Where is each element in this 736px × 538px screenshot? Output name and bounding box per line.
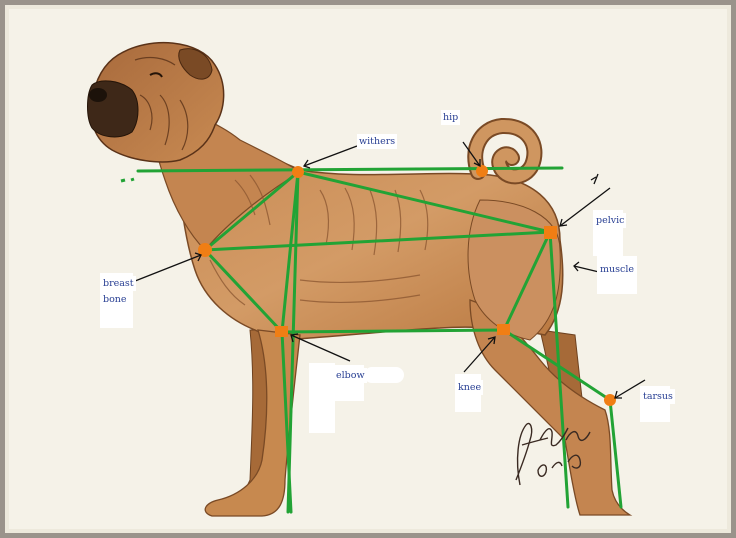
label-knee: knee xyxy=(456,380,484,395)
label-hip: hip xyxy=(441,110,461,125)
joint-elbow xyxy=(275,326,288,337)
label-withers: withers xyxy=(357,134,398,149)
near-hind-leg xyxy=(469,299,633,516)
dog-nose xyxy=(89,88,107,102)
stray-mark xyxy=(120,178,126,183)
label-pelvic: pelvic xyxy=(594,213,627,228)
label-breast: breast xyxy=(101,276,136,291)
joint-pelvic xyxy=(544,226,557,239)
label-elbow: elbow xyxy=(334,368,367,383)
label-tarsus: tarsus xyxy=(641,389,675,404)
head-wrinkles xyxy=(134,56,189,151)
dog-ear xyxy=(178,48,213,80)
joint-knee xyxy=(497,324,510,335)
dog-eye xyxy=(149,72,163,78)
pointer-arrows xyxy=(129,141,646,399)
white-patch-elbow xyxy=(309,363,335,433)
white-patch-elbow-3 xyxy=(364,367,404,383)
joint-tarsus xyxy=(604,394,616,406)
coat-wrinkles xyxy=(209,174,429,306)
joint-breast-bone xyxy=(198,243,212,257)
joint-withers xyxy=(292,166,304,178)
joint-hip xyxy=(476,165,488,177)
label-muscle: muscle xyxy=(598,262,636,277)
joint-markers xyxy=(198,165,616,406)
angulation-lines xyxy=(136,166,623,514)
label-bone: bone xyxy=(101,292,129,307)
